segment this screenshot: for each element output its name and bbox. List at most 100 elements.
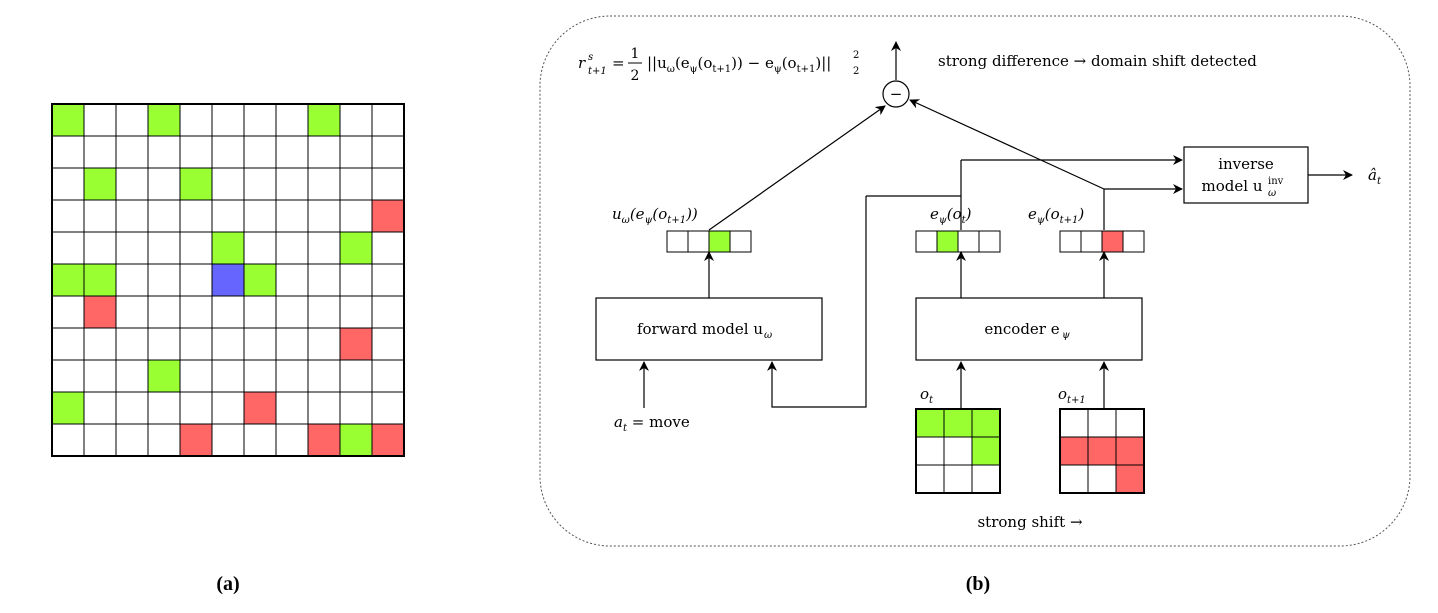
grid-cell bbox=[179, 199, 213, 233]
obs-cell-green bbox=[971, 436, 1001, 466]
grid-cell bbox=[83, 199, 117, 233]
grid-cell bbox=[115, 391, 149, 425]
grid-cell bbox=[371, 359, 405, 393]
grid-cell bbox=[147, 423, 181, 457]
grid-cell bbox=[211, 103, 245, 137]
inverse-model-box bbox=[1183, 146, 1309, 204]
grid-cell bbox=[115, 295, 149, 329]
grid-cell bbox=[211, 359, 245, 393]
grid-cell-green bbox=[83, 263, 117, 297]
grid-cell bbox=[371, 295, 405, 329]
grid-cell bbox=[275, 263, 309, 297]
obs-t-label: ot bbox=[920, 385, 934, 406]
grid-cell-green bbox=[307, 103, 341, 137]
grid-cell bbox=[307, 135, 341, 169]
inverse-model-sub: ω bbox=[1268, 188, 1276, 199]
grid-cell bbox=[339, 199, 373, 233]
grid-cell-green bbox=[339, 231, 373, 265]
grid-cell bbox=[51, 295, 85, 329]
grid-cell bbox=[179, 391, 213, 425]
grid-cell bbox=[307, 167, 341, 201]
grid-cell bbox=[147, 231, 181, 265]
obs-cell-empty bbox=[943, 464, 973, 494]
grid-cell bbox=[307, 359, 341, 393]
grid-cell bbox=[179, 103, 213, 137]
reward-lhs: r bbox=[578, 54, 586, 72]
vector-cell-green bbox=[708, 230, 731, 253]
vector-encoded-t1 bbox=[1059, 230, 1145, 253]
grid-cell bbox=[147, 263, 181, 297]
grid-cell-green bbox=[51, 263, 85, 297]
grid-cell bbox=[371, 103, 405, 137]
grid-cell-red bbox=[307, 423, 341, 457]
grid-cell bbox=[211, 199, 245, 233]
grid-cell-red bbox=[179, 423, 213, 457]
obs-cell-empty bbox=[1059, 408, 1089, 438]
grid-cell bbox=[51, 423, 85, 457]
grid-cell bbox=[83, 231, 117, 265]
grid-cell bbox=[275, 199, 309, 233]
obs-cell-empty bbox=[915, 436, 945, 466]
grid-cell bbox=[275, 327, 309, 361]
encoder-sub: ψ bbox=[1062, 330, 1070, 341]
vector-cell-empty bbox=[1059, 230, 1082, 253]
grid-cell bbox=[115, 263, 149, 297]
grid-cell bbox=[339, 391, 373, 425]
vector-cell-empty bbox=[666, 230, 689, 253]
grid-cell bbox=[211, 167, 245, 201]
grid-cell bbox=[243, 199, 277, 233]
obs-cell-empty bbox=[943, 436, 973, 466]
grid-cell-green bbox=[147, 359, 181, 393]
grid-cell bbox=[371, 167, 405, 201]
forward-model-sub: ω bbox=[764, 330, 772, 341]
grid-cell bbox=[147, 391, 181, 425]
grid-cell bbox=[243, 135, 277, 169]
grid-cell bbox=[83, 327, 117, 361]
grid-cell bbox=[51, 167, 85, 201]
grid-cell-green bbox=[211, 231, 245, 265]
forward-model-box bbox=[595, 297, 823, 361]
obs-cell-green bbox=[971, 408, 1001, 438]
grid-cell-red bbox=[83, 295, 117, 329]
grid-cell bbox=[147, 199, 181, 233]
grid-cell bbox=[243, 295, 277, 329]
caption-b: (b) bbox=[966, 573, 990, 595]
grid-cell bbox=[211, 327, 245, 361]
vector-encoded-t bbox=[915, 230, 1001, 253]
reward-formula: r s t+1 = 1 2 ||uω(eψ(ot+1)) − eψ(ot+1)|… bbox=[578, 46, 859, 84]
caption-a: (a) bbox=[216, 573, 239, 595]
grid-cell bbox=[307, 391, 341, 425]
grid-cell bbox=[51, 135, 85, 169]
enc-t1-label: eψ(ot+1) bbox=[1028, 205, 1084, 226]
grid-cell bbox=[275, 359, 309, 393]
vector-cell-empty bbox=[957, 230, 980, 253]
reward-lhs-sup: s bbox=[588, 52, 593, 63]
shift-text: strong shift → bbox=[977, 513, 1082, 531]
grid-cell bbox=[307, 295, 341, 329]
grid-cell bbox=[275, 423, 309, 457]
obs-cell-red bbox=[1087, 436, 1117, 466]
grid-cell bbox=[83, 103, 117, 137]
gridworld-panel bbox=[51, 103, 405, 457]
vector-cell-empty bbox=[1122, 230, 1145, 253]
obs-cell-red bbox=[1115, 464, 1145, 494]
grid-cell bbox=[211, 295, 245, 329]
pred-label: uω(eψ(ot+1)) bbox=[612, 205, 698, 226]
forward-model-label: forward model u bbox=[637, 320, 763, 338]
grid-cell bbox=[243, 231, 277, 265]
reward-lhs-sub: t+1 bbox=[588, 66, 607, 77]
grid-cell bbox=[275, 391, 309, 425]
obs-cell-green bbox=[943, 408, 973, 438]
grid-cell bbox=[275, 103, 309, 137]
obs-t1-label: ot+1 bbox=[1058, 385, 1086, 406]
grid-cell bbox=[51, 199, 85, 233]
observation-t1-grid bbox=[1059, 408, 1145, 494]
vector-cell-empty bbox=[915, 230, 938, 253]
grid-cell bbox=[275, 231, 309, 265]
grid-cell bbox=[243, 103, 277, 137]
difference-text: strong difference → domain shift detecte… bbox=[938, 52, 1257, 70]
encoder-box bbox=[915, 297, 1143, 361]
grid-cell-red bbox=[339, 327, 373, 361]
diagram-frame bbox=[539, 15, 1411, 547]
observation-t-grid bbox=[915, 408, 1001, 494]
